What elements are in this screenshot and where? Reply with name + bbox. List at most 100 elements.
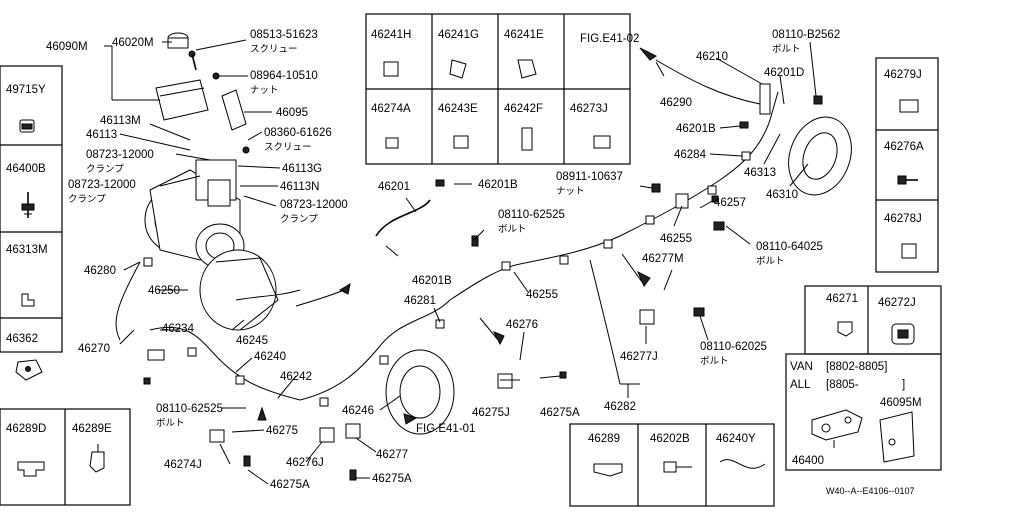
callout-08513-51623: 08513-51623	[250, 29, 318, 41]
valve-icon-46272J	[891, 323, 915, 345]
rear-brake-disc-left	[385, 349, 455, 435]
bottom-left-part-boxes: 46289D 46289E	[0, 408, 131, 506]
fasteners	[143, 50, 823, 481]
callout-46095: 46095	[276, 107, 308, 119]
clip-icon-46241G	[449, 59, 467, 79]
callout-clamp-3: クランプ	[280, 214, 318, 225]
brake-line-46290	[655, 59, 761, 105]
pin-icon-46202B	[663, 461, 692, 473]
callout-46240: 46240	[254, 351, 286, 363]
part-label-46243E: 46243E	[438, 103, 478, 115]
reference-code: W40--A--E4106--0107	[826, 486, 915, 496]
callout-46275A-a: 46275A	[270, 479, 310, 491]
part-label-46202B: 46202B	[650, 433, 690, 445]
brake-booster	[144, 159, 245, 269]
callout-bolt-5: ボルト	[772, 44, 801, 55]
callout-08723-12000-c: 08723-12000	[280, 199, 348, 211]
clip-icon-46242F	[521, 127, 533, 151]
callout-46201B-a: 46201B	[478, 179, 518, 191]
clip-icon-46273J	[593, 135, 611, 149]
rear-brake-disc-right	[788, 116, 852, 196]
clip-icon-46243E	[453, 135, 469, 149]
callout-08110-62025: 08110-62025	[700, 341, 767, 353]
left-column-frame	[0, 65, 63, 353]
callout-46277J: 46277J	[620, 351, 658, 363]
part-label-46240Y: 46240Y	[716, 433, 756, 445]
callout-46276: 46276	[506, 319, 538, 331]
clamp-icon-46289	[593, 463, 623, 477]
callout-46284: 46284	[674, 149, 707, 161]
brake-line-46284	[719, 91, 779, 181]
all-range: [8805-	[826, 379, 859, 391]
direction-arrow-4	[257, 406, 267, 421]
callout-46201D: 46201D	[764, 67, 804, 79]
callout-46090M: 46090M	[46, 41, 88, 53]
proportioning-valve-icon	[811, 409, 863, 448]
fig-ref-arrow-E41-01	[403, 413, 418, 425]
part-label-46271: 46271	[826, 293, 858, 305]
part-label-46276A: 46276A	[884, 141, 924, 153]
callout-08110-62525-b: 08110-62525	[498, 209, 565, 221]
callout-46255-a: 46255	[526, 289, 558, 301]
part-label-46272J: 46272J	[878, 297, 916, 309]
callout-46246: 46246	[342, 405, 374, 417]
part-label-46241H: 46241H	[371, 29, 411, 41]
callout-46257: 46257	[714, 197, 746, 209]
callout-46255-b: 46255	[660, 233, 692, 245]
van-range: [8802-8805]	[826, 361, 887, 373]
strap-clamp-icon	[17, 461, 45, 477]
part-label-46289E: 46289E	[72, 423, 112, 435]
callout-46250: 46250	[148, 285, 180, 297]
callout-46201B-b: 46201B	[412, 275, 452, 287]
callout-screw-2: スクリュー	[264, 142, 312, 153]
brake-line-46245	[235, 289, 301, 301]
part-label-46242F: 46242F	[504, 103, 543, 115]
callout-08911-10637: 08911-10637	[556, 171, 623, 183]
part-label-46289D: 46289D	[6, 423, 46, 435]
bracket-icon-46271	[837, 321, 853, 337]
all-range-end: ]	[902, 379, 905, 391]
clip-icon-46279J	[899, 99, 919, 113]
clip-icon-46241H	[383, 61, 399, 77]
brake-line-46240	[149, 326, 301, 401]
part-label-46279J: 46279J	[884, 69, 922, 81]
part-label-46278J: 46278J	[884, 213, 922, 225]
bolt-part-icon	[21, 192, 35, 218]
callout-46276J: 46276J	[286, 457, 324, 469]
reservoir-cap	[167, 32, 189, 49]
part-label-46362: 46362	[6, 333, 38, 345]
callout-46020M: 46020M	[112, 37, 154, 49]
brake-hose-46201	[375, 199, 431, 237]
part-label-46313M: 46313M	[6, 244, 48, 256]
bracket-46095	[221, 89, 247, 131]
callout-46113: 46113	[86, 129, 117, 141]
callout-46270: 46270	[78, 343, 110, 355]
part-label-46289: 46289	[588, 433, 620, 445]
all-label: ALL	[790, 379, 811, 391]
callout-46275A-c: 46275A	[540, 407, 580, 419]
callout-46310: 46310	[766, 189, 798, 201]
callout-46275J: 46275J	[472, 407, 510, 419]
line-clips	[143, 83, 771, 443]
callout-46281: 46281	[404, 295, 436, 307]
callout-bolt-2: ボルト	[498, 224, 527, 235]
clip-icon-46278J	[901, 243, 917, 259]
brake-line-46242	[299, 299, 451, 401]
callout-clamp-2: クランプ	[68, 194, 106, 205]
fig-ref-arrow-E41-02	[639, 47, 657, 61]
callout-46274J: 46274J	[164, 459, 202, 471]
main-assembly	[104, 32, 852, 485]
van-label: VAN	[790, 361, 813, 373]
part-label-46274A: 46274A	[371, 103, 411, 115]
direction-arrow-2	[492, 331, 505, 346]
master-cylinder-reservoir	[155, 79, 209, 121]
brake-line-46250	[115, 261, 141, 341]
callout-46282: 46282	[604, 401, 636, 413]
callout-labels: 46090M 46020M 08513-51623 スクリュー 08964-10…	[46, 29, 840, 491]
right-part-column: 46279J 46276A 46278J	[875, 57, 939, 273]
front-brake-disc	[199, 249, 279, 331]
callout-08723-12000-b: 08723-12000	[68, 179, 136, 191]
van-all-box: VAN [8802-8805] ALL [8805- ] 46095M 4640…	[785, 353, 942, 471]
callout-46201B-c: 46201B	[676, 123, 716, 135]
